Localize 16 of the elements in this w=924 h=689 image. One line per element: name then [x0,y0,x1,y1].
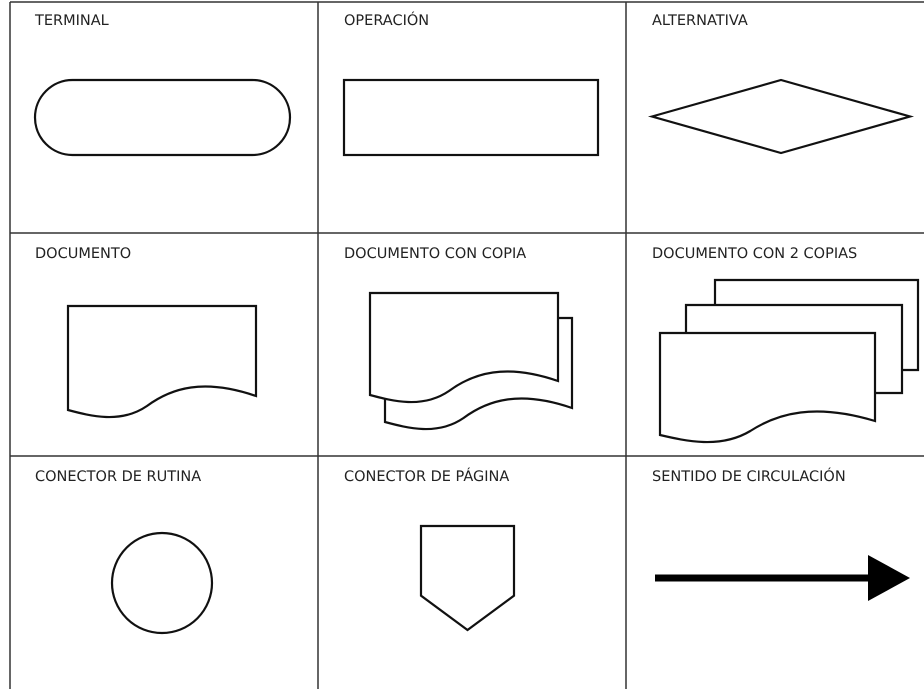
symbol-label: CONECTOR DE RUTINA [35,468,202,486]
multi-document-symbol [368,292,574,430]
document-symbol [66,304,258,418]
symbol-label: ALTERNATIVA [652,12,748,30]
decision-symbol [648,78,914,154]
symbol-label: SENTIDO DE CIRCULACIÓN [652,468,846,486]
symbol-label: DOCUMENTO CON COPIA [344,245,526,263]
symbol-label: CONECTOR DE PÁGINA [344,468,510,486]
symbol-label: DOCUMENTO [35,245,132,263]
multi-document-symbol [658,278,920,444]
symbol-label: OPERACIÓN [344,12,430,30]
process-symbol [342,78,600,156]
symbol-label: DOCUMENTO CON 2 COPIAS [652,245,858,263]
connector-circle-symbol [110,532,214,634]
symbol-label: TERMINAL [35,12,109,30]
off-page-connector-symbol [420,524,516,632]
